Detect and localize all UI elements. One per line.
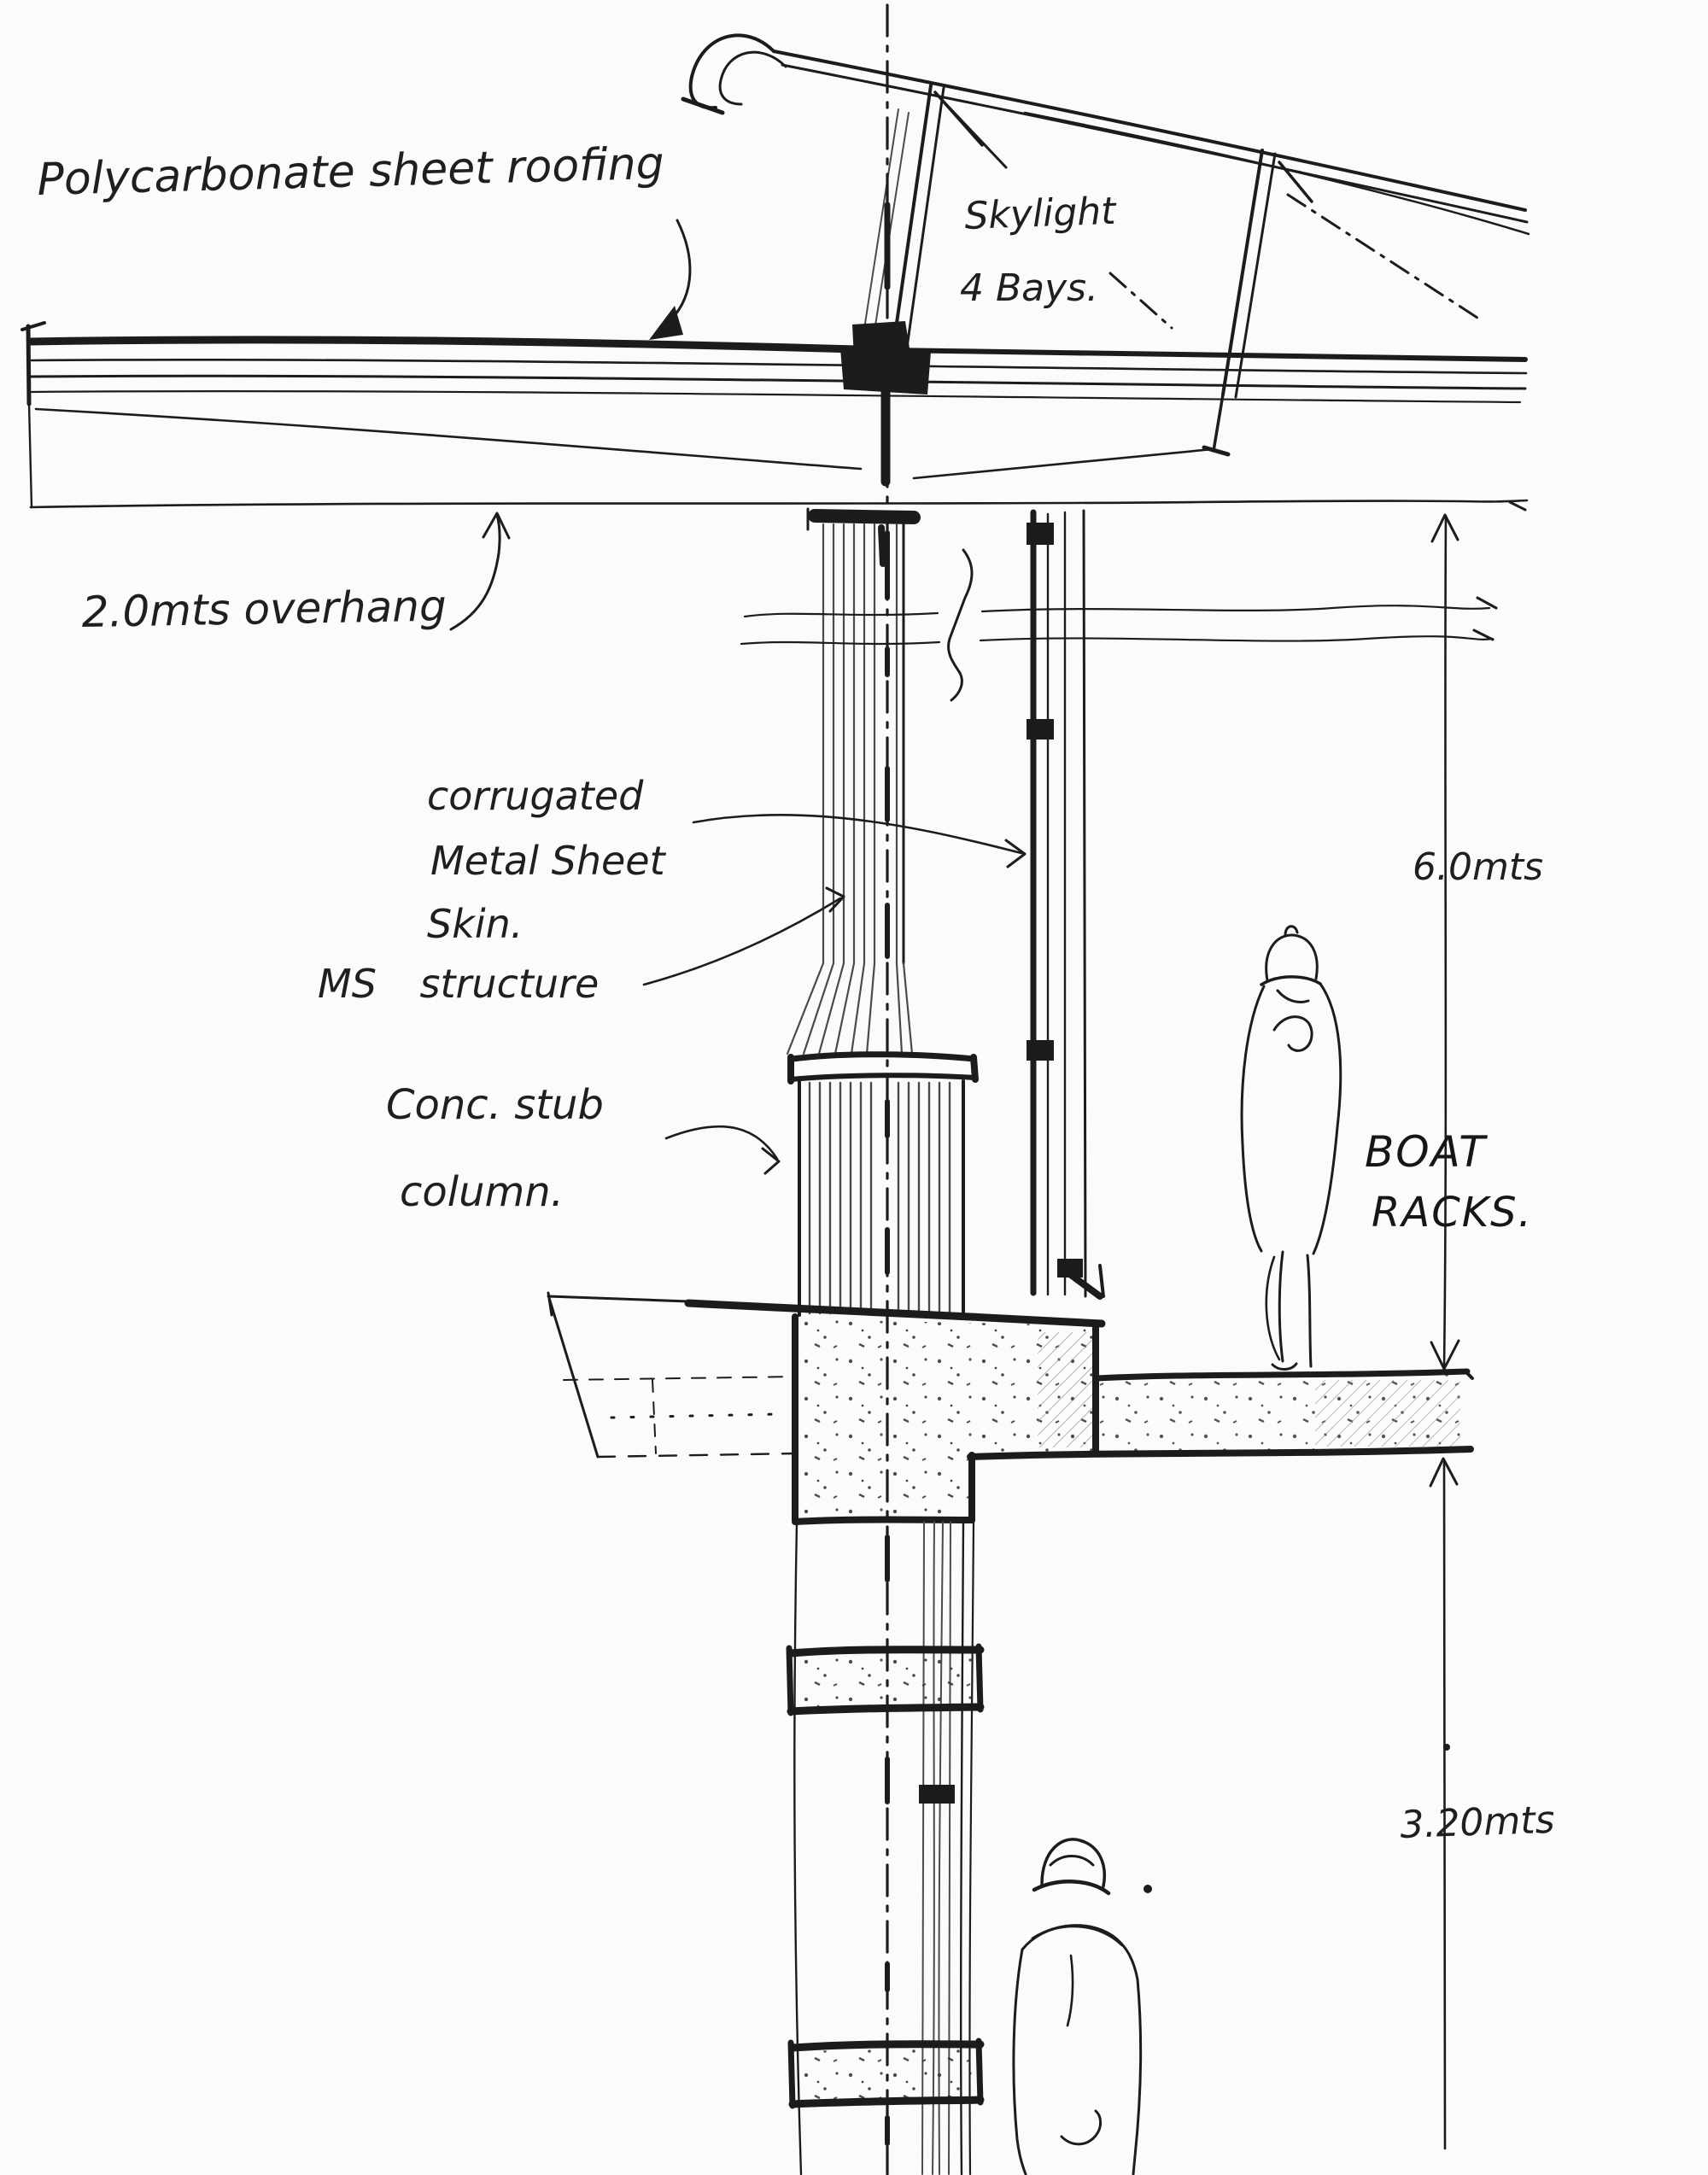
column-flute-lines — [822, 523, 898, 965]
arrow-head-icon — [825, 886, 845, 913]
person-head — [1040, 1838, 1106, 1888]
label-boat-2: RACKS. — [1372, 1189, 1533, 1237]
stub-flute-lines — [808, 1081, 951, 1315]
leader-skin — [692, 813, 1027, 868]
eaves-level-line — [29, 499, 1529, 509]
fascia-left-edge — [27, 402, 33, 509]
break-zigzag — [947, 548, 974, 702]
column-head-bar — [808, 509, 921, 524]
capital-band — [789, 1051, 977, 1062]
person-lower — [1012, 1838, 1152, 2175]
pipe-clamp — [919, 1785, 955, 1804]
mullion-brace — [1278, 161, 1313, 203]
label-skin-3: Skin. — [427, 901, 523, 947]
person-cap — [1032, 1880, 1111, 1896]
label-skylight-1: Skylight — [964, 190, 1118, 238]
leader-overhang — [449, 512, 511, 631]
person-upper — [1240, 925, 1342, 1371]
roof-left-end-cap — [26, 324, 32, 406]
roof-hook-foot — [681, 96, 725, 115]
arrow-up-icon — [1429, 1457, 1459, 1488]
walkway-top-edge — [1094, 1368, 1471, 1382]
dimension-6m — [1430, 513, 1460, 1371]
arrow-head-icon — [649, 306, 683, 340]
walkway-bottom-edge — [967, 1446, 1474, 1460]
skylight-jamb-lines — [862, 108, 910, 342]
skin-foot — [1064, 1269, 1103, 1300]
dimension-line — [1442, 514, 1448, 1370]
label-roofing: Polycarbonate sheet roofing — [37, 138, 665, 206]
hidden-beam-beyond — [547, 1296, 799, 1459]
label-stub-1: Conc. stub — [386, 1081, 604, 1129]
capital-band — [788, 1073, 978, 1082]
slab-concrete-fill — [798, 1319, 1093, 1518]
label-boat-1: BOAT — [1365, 1127, 1488, 1177]
label-dim-3-20m: 3.20mts — [1400, 1798, 1556, 1847]
arrow-head-icon — [761, 1147, 781, 1175]
person-foot — [1271, 1362, 1298, 1371]
leader-ms-structure — [642, 886, 845, 986]
label-overhang: 2.0mts overhang — [81, 582, 447, 637]
stub-column — [798, 1079, 965, 1317]
roof-slope-line — [772, 50, 1527, 212]
roof-ridge-hook — [718, 50, 787, 106]
eave-beam — [27, 348, 1529, 509]
label-dim-6m: 6.0mts — [1413, 845, 1543, 889]
label-skylight-2: 4 Bays. — [960, 266, 1098, 310]
arrow-head-icon — [1004, 839, 1027, 868]
arrow-up-icon — [1430, 513, 1459, 543]
roof-slope-line — [781, 63, 1529, 224]
label-stub-2: column. — [400, 1168, 564, 1216]
person-head — [1265, 933, 1319, 982]
mullion-foot — [1202, 445, 1231, 457]
skylight-mullion-front — [852, 84, 984, 359]
soffit-left — [34, 407, 863, 471]
label-ms-structure: MS structure — [318, 961, 599, 1007]
slab-top-edge — [684, 1299, 1106, 1328]
skylight-mullion-rear — [1202, 149, 1313, 457]
leader-roofing — [649, 219, 692, 340]
label-skin-1: corrugated — [427, 773, 644, 819]
person-legs — [1278, 1250, 1313, 1368]
roof-ridge-hook — [688, 33, 775, 110]
arrow-down-icon — [1430, 1339, 1460, 1371]
beam-column-gusset — [840, 348, 931, 395]
person-cap — [1260, 975, 1322, 986]
dimension-3-2m — [1429, 1457, 1459, 2150]
arrow-head-icon — [482, 512, 511, 540]
label-skin-2: Metal Sheet — [430, 838, 667, 884]
ms-column — [786, 507, 979, 1085]
column-flare-lines — [786, 962, 914, 1055]
floor-slab — [547, 1291, 1474, 1525]
tie-band-1 — [786, 1643, 985, 1716]
slab-bottom-edge — [792, 1516, 975, 1525]
dimension-line — [1442, 1459, 1447, 2150]
flat-roof-band — [20, 321, 1528, 512]
soffit-right — [912, 447, 1214, 480]
person-arm — [1272, 1015, 1313, 1052]
corrugated-skin — [1027, 509, 1105, 1300]
tie-band-2 — [787, 2038, 985, 2109]
leader-stub-column — [664, 1126, 781, 1175]
downpipe-lines — [921, 1521, 951, 2175]
skylight-fold-lines — [941, 99, 1484, 330]
